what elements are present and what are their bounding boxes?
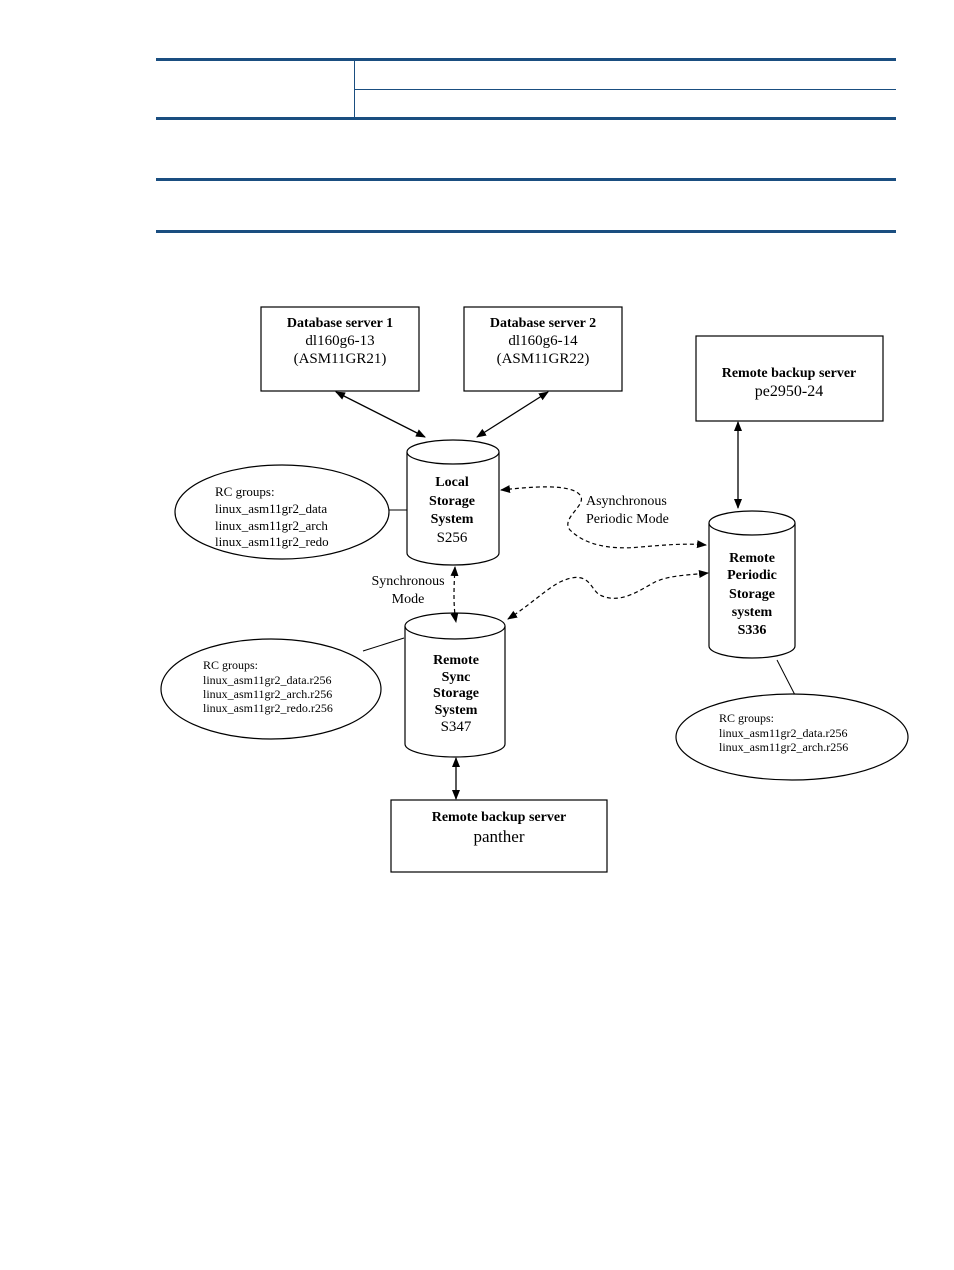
rc-sync-item-3: linux_asm11gr2_redo.r256 xyxy=(203,701,333,715)
header-table-left-cell xyxy=(156,61,355,117)
local-storage-line-3: System xyxy=(431,512,474,527)
rc-sync-item-1: linux_asm11gr2_data.r256 xyxy=(203,673,332,687)
remote-backup-2-host: panther xyxy=(474,827,525,846)
db-server-2-box: Database server 2 dl160g6-14 (ASM11GR22) xyxy=(463,306,623,392)
remote-backup-server-2-box: Remote backup server panther xyxy=(390,799,608,873)
db-server-1-host: dl160g6-13 xyxy=(305,333,374,349)
remote-periodic-storage-cylinder: Remote Periodic Storage system S336 xyxy=(708,510,796,659)
header-table xyxy=(156,58,896,120)
rc-groups-local-ellipse: RC groups: linux_asm11gr2_data linux_asm… xyxy=(174,464,407,560)
rc-local-title: RC groups: xyxy=(215,484,275,499)
rc-periodic-title: RC groups: xyxy=(719,711,774,725)
remote-backup-server-1-box: Remote backup server pe2950-24 xyxy=(695,335,884,422)
arrow-db1-local xyxy=(335,391,426,438)
remote-sync-line-1: Remote xyxy=(433,653,479,668)
arrow-db2-local xyxy=(476,391,549,438)
note-box xyxy=(156,178,896,233)
rc-groups-sync-ellipse: RC groups: linux_asm11gr2_data.r256 linu… xyxy=(160,637,405,740)
remote-backup-1-title: Remote backup server xyxy=(722,366,857,381)
remote-sync-line-3: Storage xyxy=(433,686,479,701)
remote-sync-storage-cylinder: Remote Sync Storage System S347 xyxy=(404,612,506,758)
rc-sync-item-2: linux_asm11gr2_arch.r256 xyxy=(203,687,332,701)
rc-periodic-item-2: linux_asm11gr2_arch.r256 xyxy=(719,740,848,754)
remote-periodic-line-5: S336 xyxy=(738,623,767,638)
db-server-2-host: dl160g6-14 xyxy=(508,333,578,349)
db-server-2-instance: (ASM11GR22) xyxy=(497,351,590,367)
label-async-line-1: Asynchronous xyxy=(586,494,667,509)
rc-local-item-2: linux_asm11gr2_arch xyxy=(215,518,328,533)
rc-sync-title: RC groups: xyxy=(203,658,258,672)
rc-local-item-3: linux_asm11gr2_redo xyxy=(215,534,329,549)
local-storage-cylinder: Local Storage System S256 xyxy=(406,439,500,566)
header-table-row-2 xyxy=(355,89,896,117)
dashed-async-link xyxy=(500,485,707,549)
remote-periodic-line-4: system xyxy=(732,605,773,620)
remote-sync-id: S347 xyxy=(441,719,472,735)
remote-backup-1-host: pe2950-24 xyxy=(755,383,823,400)
label-async-line-2: Periodic Mode xyxy=(586,512,669,527)
rc-periodic-item-1: linux_asm11gr2_data.r256 xyxy=(719,726,848,740)
db-server-1-box: Database server 1 dl160g6-13 (ASM11GR21) xyxy=(260,306,420,392)
local-storage-line-1: Local xyxy=(435,475,469,490)
rc-local-item-1: linux_asm11gr2_data xyxy=(215,501,327,516)
remote-periodic-line-2: Periodic xyxy=(727,568,777,583)
local-storage-line-2: Storage xyxy=(429,494,475,509)
remote-sync-line-2: Sync xyxy=(442,670,471,685)
remote-periodic-line-1: Remote xyxy=(729,551,775,566)
remote-backup-2-title: Remote backup server xyxy=(432,810,567,825)
label-sync-line-2: Mode xyxy=(392,592,425,607)
dashed-sync-periodic-link xyxy=(507,570,709,620)
local-storage-id: S256 xyxy=(437,530,468,546)
db-server-2-title: Database server 2 xyxy=(490,316,596,331)
db-server-1-instance: (ASM11GR21) xyxy=(294,351,387,367)
dashed-sync-link xyxy=(450,566,459,623)
label-sync-line-1: Synchronous xyxy=(371,574,444,589)
db-server-1-title: Database server 1 xyxy=(287,316,393,331)
rc-groups-periodic-ellipse: RC groups: linux_asm11gr2_data.r256 linu… xyxy=(675,659,909,781)
remote-sync-line-4: System xyxy=(435,703,478,718)
remote-periodic-line-3: Storage xyxy=(729,587,775,602)
